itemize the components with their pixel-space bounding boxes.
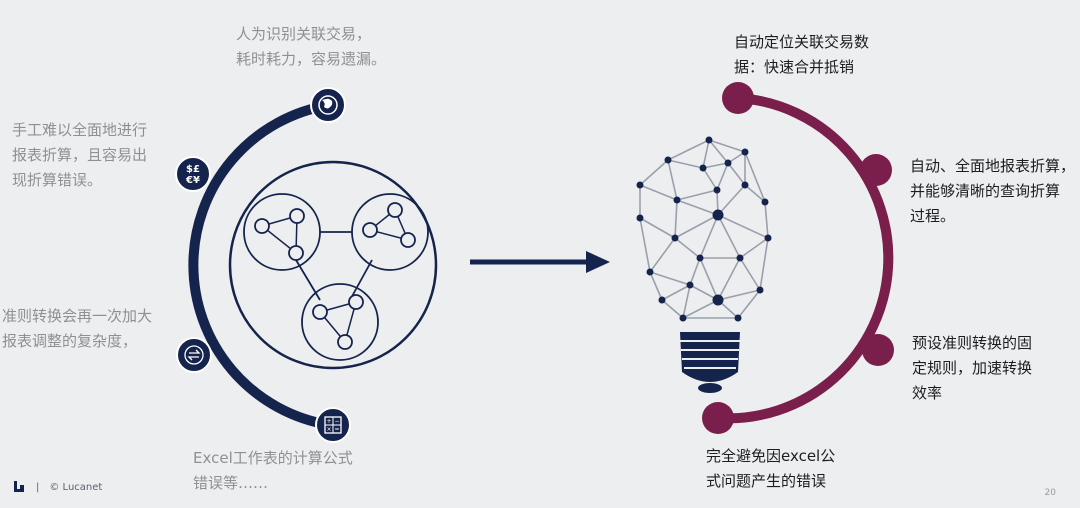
bulb-edge <box>759 237 769 291</box>
bulb-edge <box>727 162 746 186</box>
bulb-node <box>741 148 749 156</box>
bulb-edge <box>739 237 769 259</box>
transition-arrow <box>470 251 610 273</box>
bulb-edge <box>717 184 746 216</box>
right-text-1: 自动定位关联交易数 据：快速合并抵销 <box>734 33 870 76</box>
bulb-edge <box>699 214 719 259</box>
bulb-node <box>658 296 666 304</box>
network-group-diagram <box>228 160 438 370</box>
svg-text:€¥: €¥ <box>185 175 200 186</box>
bulb-node <box>713 186 721 194</box>
right-node-2 <box>860 154 892 186</box>
bulb-node <box>686 281 694 289</box>
bulb-edge <box>702 139 710 169</box>
right-node-1 <box>722 82 754 114</box>
bulb-edge <box>649 271 663 301</box>
bulb-node <box>761 198 769 206</box>
bulb-edge <box>744 151 766 203</box>
bulb-edge <box>702 162 729 169</box>
bulb-base <box>680 332 740 393</box>
right-node-3 <box>862 334 894 366</box>
bulb-edge <box>674 237 701 259</box>
bulb-edge <box>717 214 741 259</box>
bulb-edge <box>649 271 691 286</box>
bulb-node <box>712 209 724 221</box>
bulb-edge <box>661 284 691 301</box>
calculator-icon: + − × = <box>315 407 351 443</box>
lightbulb-icon <box>636 136 772 393</box>
bulb-edge <box>737 289 761 319</box>
bulb-edge <box>708 139 746 153</box>
bulb-edge <box>702 167 718 191</box>
left-text-2: 手工难以全面地进行 报表折算，且容易出 现折算错误。 <box>12 121 148 189</box>
bulb-edge <box>674 199 678 239</box>
exchange-icon <box>176 337 212 373</box>
bulb-edge <box>689 257 701 286</box>
svg-text:+: + <box>326 418 331 425</box>
bulb-edge <box>676 189 718 201</box>
right-text-3: 预设准则转换的固 定规则，加速转换 效率 <box>912 334 1033 402</box>
copyright-text: © Lucanet <box>49 481 103 493</box>
footer-separator: | <box>36 481 40 493</box>
bulb-node <box>724 159 732 167</box>
right-node-4 <box>702 402 734 434</box>
bulb-edge <box>717 289 761 301</box>
bulb-edge <box>667 139 710 161</box>
page-number: 20 <box>1044 488 1056 498</box>
bulb-node <box>679 314 687 322</box>
bulb-node <box>671 234 679 242</box>
left-arc <box>188 100 335 430</box>
bulb-node <box>673 196 681 204</box>
bulb-node <box>699 164 707 172</box>
bulb-edge <box>682 299 719 319</box>
bulb-edge <box>699 257 719 301</box>
right-arc <box>713 93 894 424</box>
bulb-edge <box>744 184 766 203</box>
bulb-edge <box>739 257 761 291</box>
right-text-4: 完全避免因excel公 式问题产生的错误 <box>706 447 836 490</box>
bulb-edge <box>639 217 676 239</box>
bulb-edge <box>676 199 719 216</box>
lucanet-logo-icon <box>14 481 24 492</box>
bulb-edge <box>667 159 678 201</box>
svg-text:×: × <box>326 426 331 433</box>
bulb-node <box>664 156 672 164</box>
footer: | © Lucanet <box>12 480 102 494</box>
globe-icon <box>310 87 346 123</box>
right-text-2: 自动、全面地报表折算， 并能够清晰的查询折算 过程。 <box>910 157 1076 225</box>
bulb-edge <box>682 284 691 319</box>
bulb-edge <box>639 184 678 201</box>
bulb-node <box>696 254 704 262</box>
bulb-edge <box>716 162 729 191</box>
svg-text:$£: $£ <box>186 164 200 175</box>
bulb-node <box>646 268 654 276</box>
bulb-node <box>734 314 742 322</box>
bulb-edge <box>708 139 729 164</box>
bulb-node <box>636 181 644 189</box>
bulb-edge <box>717 214 769 239</box>
bulb-node <box>756 286 764 294</box>
bulb-node <box>705 136 713 144</box>
bulb-edge <box>717 257 741 301</box>
bulb-edge <box>674 214 719 239</box>
bulb-edge <box>649 237 676 273</box>
bulb-edge <box>639 159 669 186</box>
left-text-3: 准则转换会再一次加大 报表调整的复杂度， <box>2 307 153 350</box>
bulb-edge <box>667 159 704 169</box>
bulb-node <box>712 294 724 306</box>
currency-icon: $£ €¥ <box>175 156 211 192</box>
bulb-node <box>764 234 772 242</box>
bulb-node <box>636 214 644 222</box>
svg-text:−: − <box>334 418 339 425</box>
bulb-node <box>736 254 744 262</box>
svg-text:=: = <box>334 426 339 433</box>
left-text-1: 人为识别关联交易， 耗时耗力，容易遗漏。 <box>236 25 387 68</box>
bulb-node <box>741 181 749 189</box>
bulb-edge <box>639 217 651 273</box>
bulb-edge <box>661 299 684 319</box>
left-text-4: Excel工作表的计算公式 错误等…… <box>193 449 353 492</box>
bulb-edge <box>764 201 769 239</box>
